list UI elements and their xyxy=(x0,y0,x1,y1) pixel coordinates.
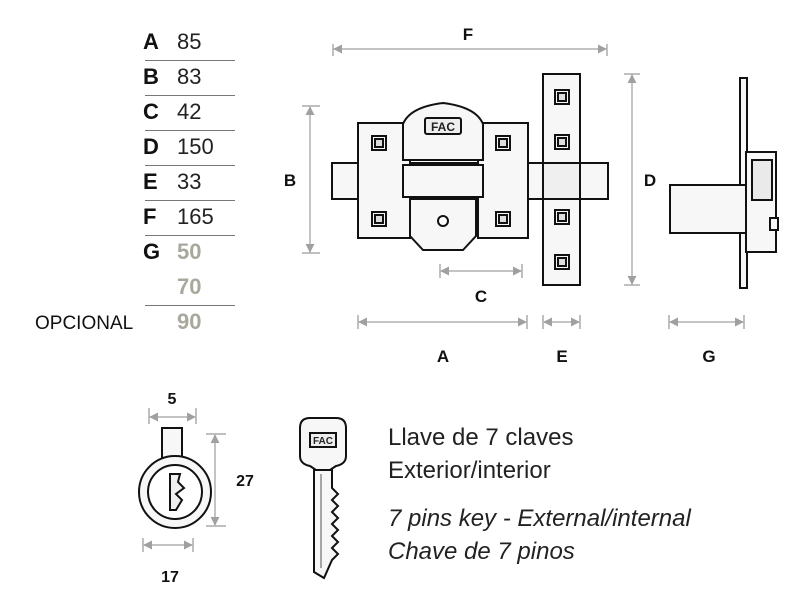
dimension-b: B xyxy=(284,105,320,254)
spec-row-d: D 150 xyxy=(30,131,240,166)
divider xyxy=(145,130,235,131)
cylinder-dimensions: 5 27 17 xyxy=(142,391,254,586)
caption-line-4: Chave de 7 pinos xyxy=(388,538,575,565)
key-brand-label: FAC xyxy=(313,436,333,447)
spec-value: 33 xyxy=(177,169,202,194)
spec-value: 90 xyxy=(177,309,202,334)
lock-side-view xyxy=(669,77,779,289)
spec-letter: F xyxy=(143,204,157,229)
caption-line-2: Exterior/interior xyxy=(388,457,551,484)
dimension-a: A xyxy=(357,315,528,366)
brand-label: FAC xyxy=(431,120,455,134)
dimension-c: C xyxy=(439,264,523,306)
dimension-f: F xyxy=(332,25,608,56)
divider xyxy=(145,235,235,236)
spec-row-g: G 50 xyxy=(30,236,240,271)
spec-value: 83 xyxy=(177,64,202,89)
optional-label: OPCIONAL xyxy=(35,313,134,334)
cyl-dim-side: 27 xyxy=(236,473,254,490)
spec-row-g2: 70 xyxy=(30,271,240,306)
caption-line-1: Llave de 7 claves xyxy=(388,424,574,451)
spec-row-g3: OPCIONAL 90 xyxy=(30,306,240,341)
cyl-dim-bottom: 17 xyxy=(161,569,179,586)
keeper-plate xyxy=(542,73,581,286)
spec-value: 85 xyxy=(177,29,202,54)
cyl-dim-top: 5 xyxy=(168,391,177,408)
dim-label-c: C xyxy=(475,287,487,306)
spec-value: 70 xyxy=(177,274,202,299)
dim-label-b: B xyxy=(284,171,296,190)
divider xyxy=(145,60,235,61)
spec-row-c: C 42 xyxy=(30,96,240,131)
divider xyxy=(145,165,235,166)
dim-label-d: D xyxy=(644,171,656,190)
spec-letter: G xyxy=(143,239,161,264)
cylinder-drawing xyxy=(138,427,212,529)
divider xyxy=(145,200,235,201)
spec-row-b: B 83 xyxy=(30,61,240,96)
spec-row-a: A 85 xyxy=(30,26,240,61)
spec-value: 42 xyxy=(177,99,202,124)
dim-label-e: E xyxy=(556,347,567,366)
spec-value: 165 xyxy=(177,204,214,229)
spec-letter: B xyxy=(143,64,159,89)
dim-label-a: A xyxy=(437,347,449,366)
spec-letter: E xyxy=(143,169,158,194)
spec-letter: C xyxy=(143,99,159,124)
spec-value: 50 xyxy=(177,239,202,264)
dim-label-f: F xyxy=(463,25,473,44)
spec-letter: A xyxy=(143,29,159,54)
dimension-e: E xyxy=(542,315,581,366)
spec-row-f: F 165 xyxy=(30,201,240,236)
divider xyxy=(145,305,235,306)
spec-letter: D xyxy=(143,134,159,159)
divider xyxy=(145,95,235,96)
key-drawing: FAC xyxy=(299,417,347,580)
dim-label-g: G xyxy=(702,347,715,366)
spec-value: 150 xyxy=(177,134,214,159)
spec-row-e: E 33 xyxy=(30,166,240,201)
dimension-g: G xyxy=(668,315,745,366)
caption-line-3: 7 pins key - External/internal xyxy=(388,505,691,532)
dimension-d: D xyxy=(624,73,656,286)
